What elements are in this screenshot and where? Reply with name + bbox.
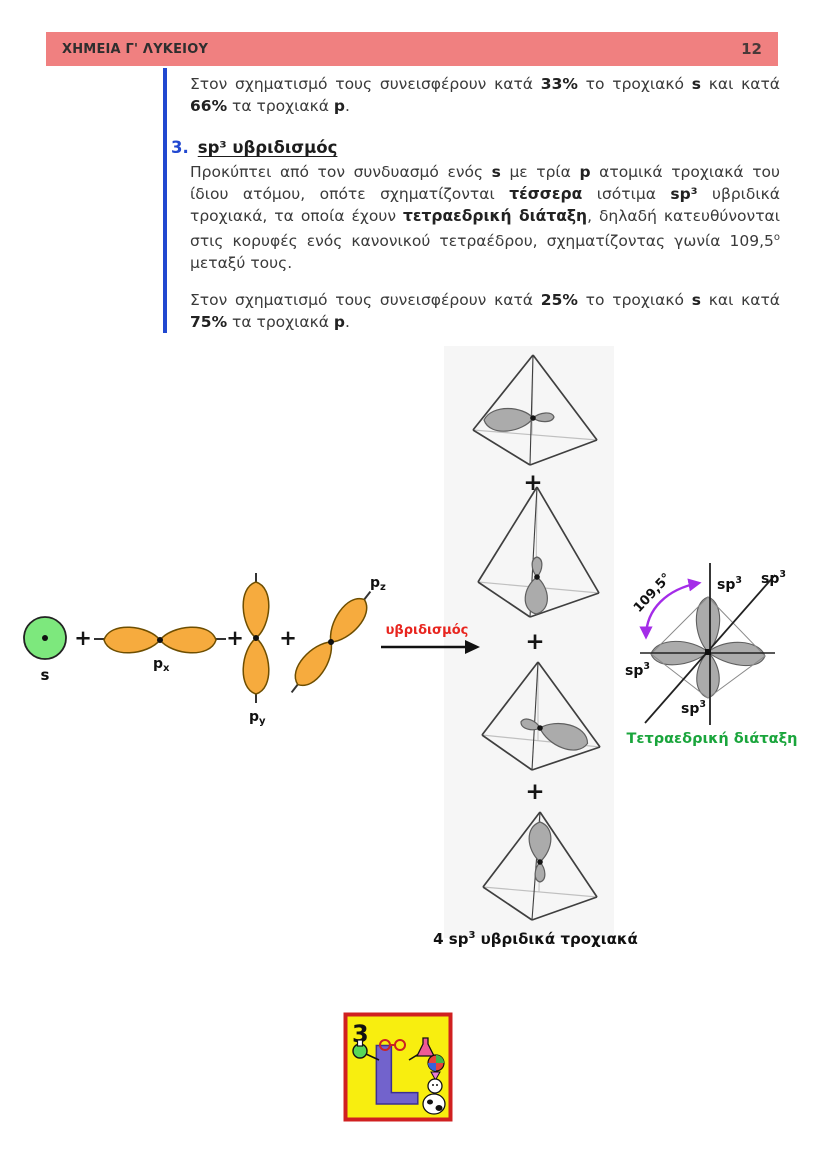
text-run: και κατά xyxy=(700,291,780,310)
px-orbital-label: px xyxy=(153,656,170,674)
paragraph-sp2-contribution: Στον σχηματισμό τους συνεισφέρουν κατά 3… xyxy=(190,68,780,117)
paragraph-sp3-contribution: Στον σχηματισμό τους συνεισφέρουν κατά 2… xyxy=(190,289,780,333)
pz-orbital-label: pz xyxy=(370,575,386,593)
bold-emphasis: τετραεδρική διάταξη xyxy=(402,207,588,225)
tetrahedron-orbital-2 xyxy=(477,486,600,618)
pz-orbital xyxy=(290,590,372,694)
text-run: τα τροχιακά xyxy=(227,313,334,332)
plus-sign: + xyxy=(525,779,545,805)
hybridization-arrow-label: υβριδισμός xyxy=(386,623,469,638)
plus-sign: + xyxy=(226,626,244,650)
text-run: . xyxy=(344,97,350,115)
bold-percent: 66% xyxy=(190,97,228,115)
heading-number: 3. xyxy=(171,138,189,157)
text-run: Στον σχηματισμό τους συνεισφέρουν κατά xyxy=(190,75,541,93)
sp3-label-top-right: sp3 xyxy=(761,569,786,587)
sp3-lobe-large xyxy=(483,408,534,432)
tetrahedron-orbital-1 xyxy=(472,354,598,466)
heading-title: sp³ υβριδισμός xyxy=(197,138,338,157)
px-orbital: px xyxy=(94,626,226,674)
page-number: 12 xyxy=(741,40,762,58)
sp3-label-top: sp3 xyxy=(717,575,742,593)
text-section: Στον σχηματισμό τους συνεισφέρουν κατά 3… xyxy=(163,68,780,334)
text-run: ισότιμα xyxy=(582,185,671,203)
p-orbital-symbol: p xyxy=(333,313,345,332)
glasses-icon xyxy=(379,1039,406,1051)
bold-percent: 25% xyxy=(540,291,578,310)
round-flask-icon xyxy=(352,1039,380,1061)
sp3-label-bottom: sp3 xyxy=(681,699,706,717)
sp3-lobe-large xyxy=(524,576,548,615)
hybridization-arrow: υβριδισμός xyxy=(381,623,480,654)
s-orbital-symbol: s xyxy=(691,75,701,93)
lyceum-logo: 3 L xyxy=(343,1012,453,1122)
beach-ball-icon xyxy=(427,1054,445,1072)
angle-arc-arrow xyxy=(639,578,702,640)
text-run: Στον σχηματισμό τους συνεισφέρουν κατά xyxy=(190,291,541,310)
sp3-lobe-large xyxy=(528,821,552,863)
text-run: και κατά xyxy=(700,75,780,93)
document-title: ΧΗΜΕΙΑ Γ' ΛΥΚΕΙΟΥ xyxy=(62,41,209,57)
p-orbital-symbol: p xyxy=(579,163,591,181)
plus-sign: + xyxy=(525,629,545,655)
text-run: με τρία xyxy=(500,163,580,181)
bold-emphasis: τέσσερα xyxy=(509,185,583,203)
superscript-3: 3 xyxy=(468,930,476,941)
tetrahedral-arrangement-caption: Τετραεδρική διάταξη xyxy=(626,731,798,747)
sp3-lobe-small xyxy=(520,718,541,731)
tetrahedron-orbital-4 xyxy=(482,811,598,921)
paragraph-sp3-definition: Προκύπτει από τον συνδυασμό ενός s με τρ… xyxy=(190,161,780,274)
sp3-tetrahedral-arrangement-diagram: sp3 sp3 sp3 sp3 109,5° xyxy=(625,563,786,725)
logo-number: 3 xyxy=(352,1020,369,1048)
text-run: , δηλαδή κατευθύνονται στις κορυφές ενός… xyxy=(190,207,780,251)
s-orbital: s xyxy=(23,616,67,684)
text-run: τα τροχιακά xyxy=(227,97,334,115)
tetrahedron-orbital-3 xyxy=(481,661,601,771)
text-run: 4 sp xyxy=(433,930,469,948)
plus-sign: + xyxy=(74,626,92,650)
p-orbital-symbol: p xyxy=(333,97,345,115)
angle-label: 109,5° xyxy=(631,571,674,616)
sp3-lobe-small xyxy=(531,556,543,578)
dog-mascot-icon xyxy=(422,1071,446,1115)
sp3-lobe-small xyxy=(532,412,555,423)
sp3-label-left: sp3 xyxy=(625,661,650,679)
s-orbital-symbol: s xyxy=(491,163,501,181)
text-run: Προκύπτει από τον συνδυασμό ενός xyxy=(190,163,492,181)
py-orbital: py xyxy=(242,573,270,727)
sp3-lobe-large xyxy=(539,722,589,751)
text-run: το τροχιακό xyxy=(577,75,692,93)
sp3-lobe-small xyxy=(534,861,546,883)
degree-superscript: ο xyxy=(773,232,780,243)
py-orbital-label: py xyxy=(249,709,266,727)
text-run: ατομικά τροχιακά του ίδιου ατόμου, οπότε… xyxy=(190,163,780,203)
result-caption: 4 sp3 υβριδικά τροχιακά xyxy=(428,930,643,948)
s-orbital-label: s xyxy=(41,666,50,684)
text-run: το τροχιακό xyxy=(577,291,692,310)
bold-percent: 75% xyxy=(190,313,228,332)
text-run: . xyxy=(344,313,350,332)
section-heading: 3. sp³ υβριδισμός xyxy=(171,137,780,159)
bold-emphasis: sp³ xyxy=(670,185,698,203)
s-orbital-symbol: s xyxy=(691,291,701,310)
text-run: μεταξύ τους. xyxy=(190,254,293,273)
plus-sign: + xyxy=(279,626,297,650)
text-run: υβριδικά τροχιακά xyxy=(475,930,638,948)
text-run: υβριδικά τροχιακά, τα οποία έχουν xyxy=(190,185,781,225)
bold-percent: 33% xyxy=(540,75,578,93)
header-bar: ΧΗΜΕΙΑ Γ' ΛΥΚΕΙΟΥ 12 xyxy=(46,32,778,66)
atomic-orbitals-diagram: s + px + py + pz xyxy=(23,573,480,727)
